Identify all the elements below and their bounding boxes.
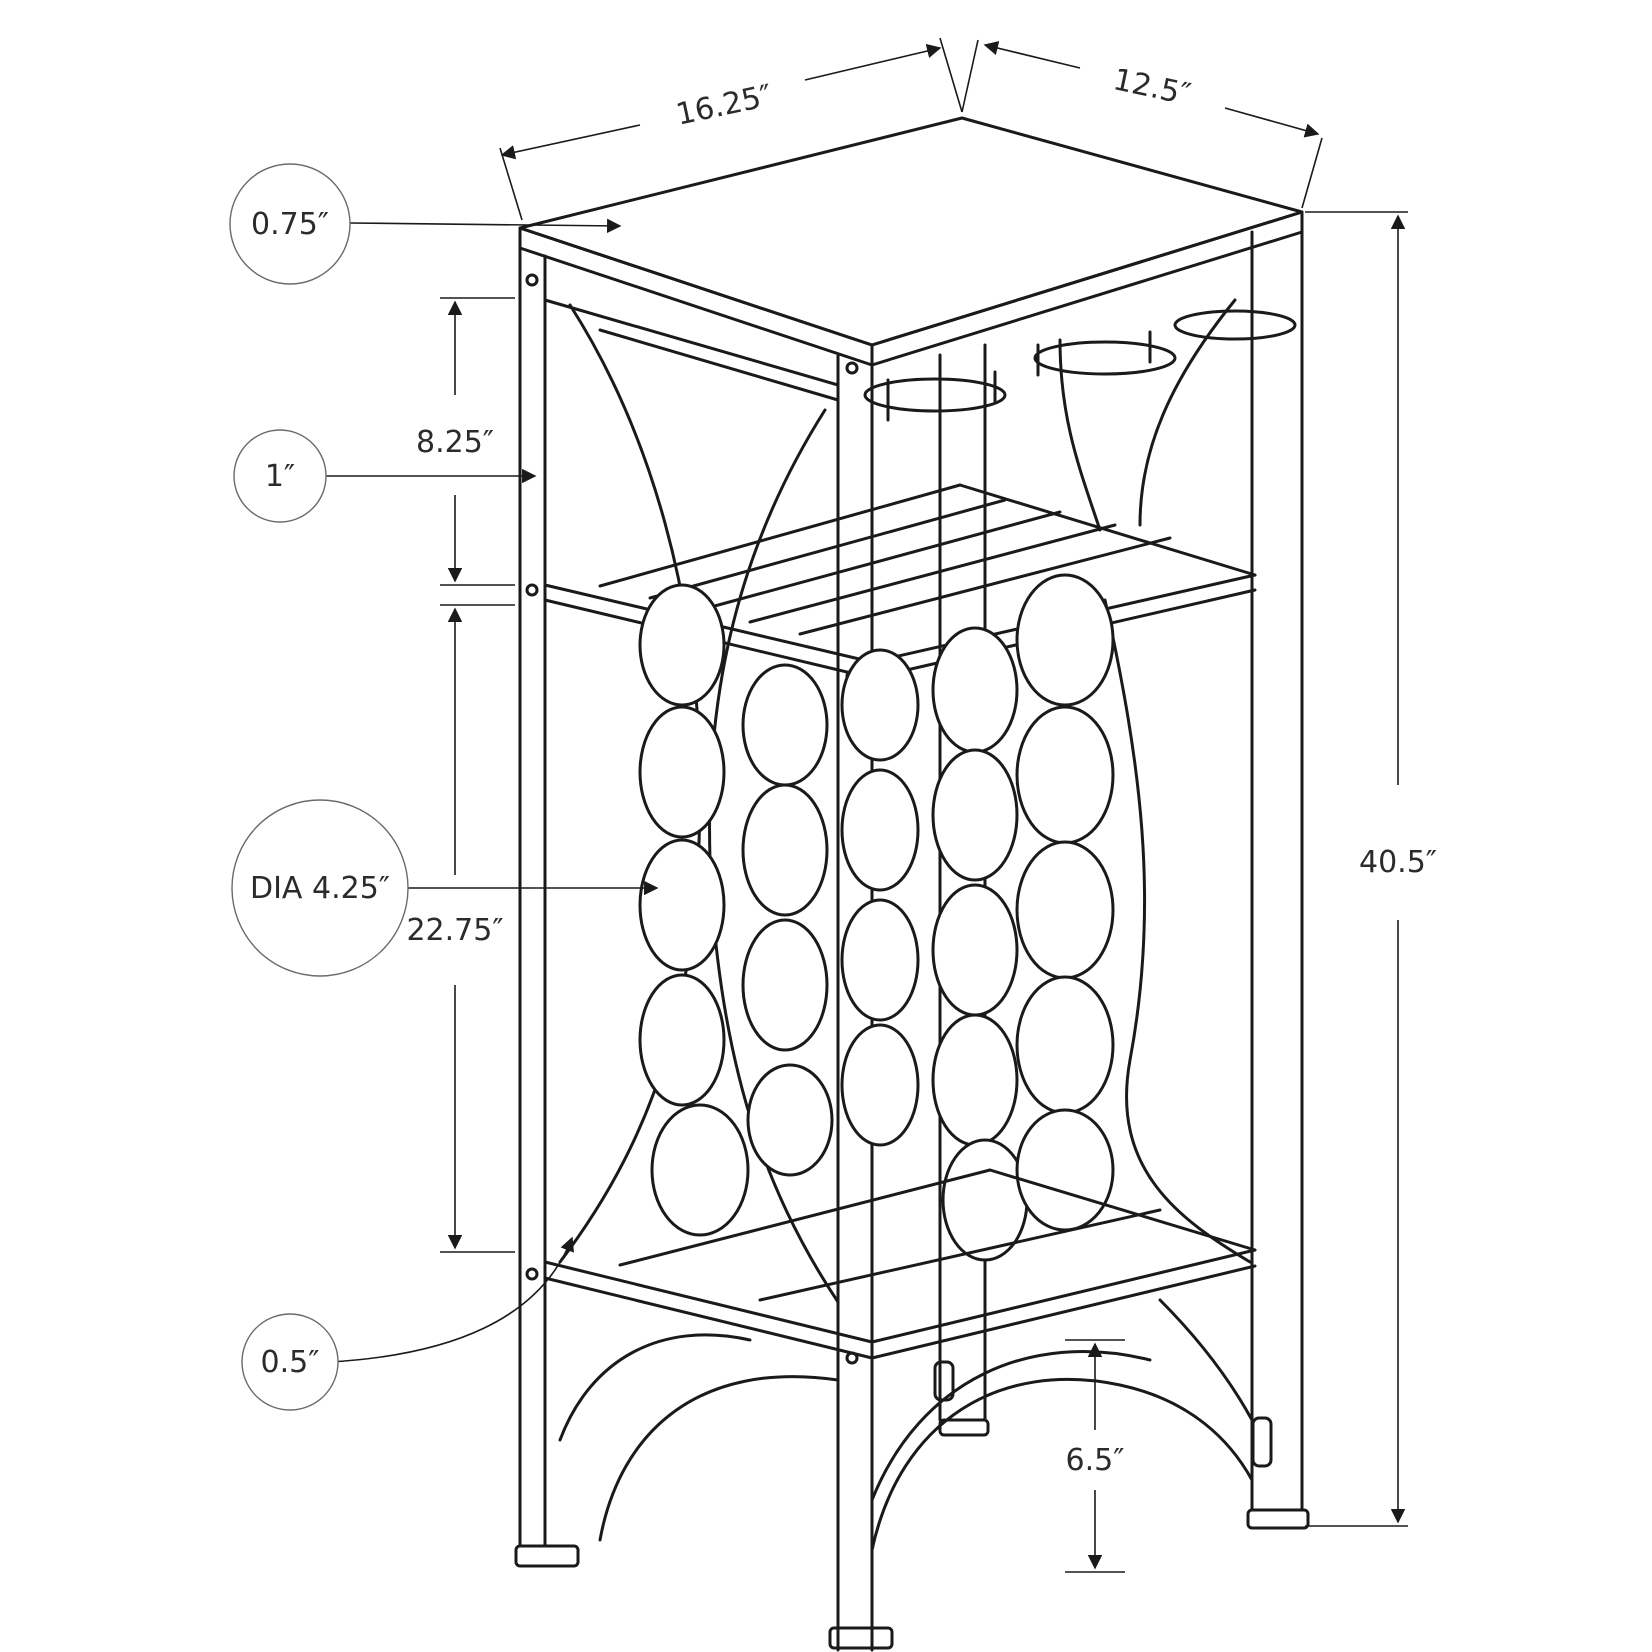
top-thickness-label: 0.75″ [251,207,329,242]
rack-height-label: 22.75″ [406,913,503,948]
dimension-lines [325,37,1408,1573]
lower-tube-label: 0.5″ [261,1345,320,1380]
width-label: 16.25″ [673,78,775,132]
ring-diameter-callout [231,799,409,977]
height-label: 40.5″ [1359,845,1437,880]
bottle-ring-diameter-label: DIA 4.25″ [250,871,390,906]
lower-shelf [543,1168,1257,1360]
stemware-holders [863,309,1297,422]
front-left-leg [514,246,580,1568]
wine-rack-table-illustration [514,116,1310,1652]
dimension-labels: 16.25″ 12.5″ 40.5″ 0.75″ 1″ 8.25″ DIA 4.… [250,62,1437,1478]
depth-label: 12.5″ [1110,62,1194,112]
callout-circles [229,163,409,1411]
upper-shelf-clearance-label: 8.25″ [416,425,494,460]
upper-frame [525,273,859,1365]
lower-tube-callout [241,1313,339,1411]
bottom-arches [558,1298,1273,1552]
frame-tube-callout [233,429,327,523]
frame-tube-label: 1″ [265,459,295,494]
bottom-clearance-label: 6.5″ [1066,1443,1125,1478]
back-right-leg [1246,230,1310,1530]
top-thickness-callout [229,163,351,285]
bottle-rings [638,573,1115,1262]
